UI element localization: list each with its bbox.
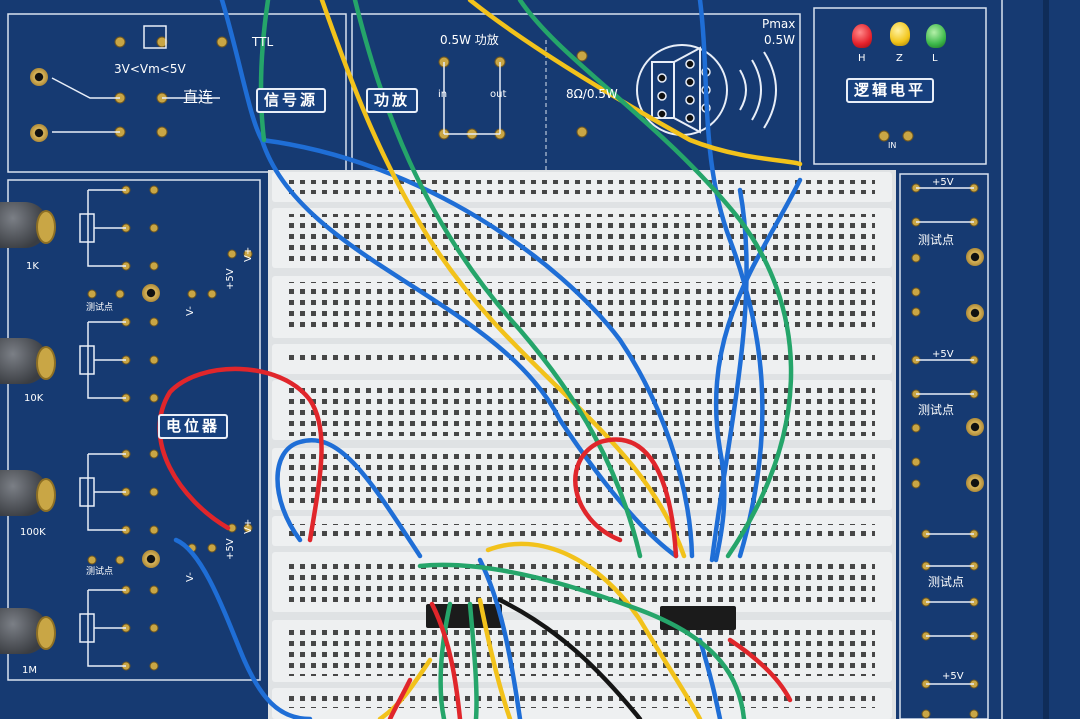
pot-test-point-2: 测试点 <box>86 567 114 577</box>
pot-vminus-1: V- <box>185 306 196 316</box>
led-label-h: H <box>858 53 866 64</box>
knob-label-1m: 1M <box>22 665 37 676</box>
pot-plus5v-2: +5V <box>225 538 236 560</box>
jack-test-1[interactable] <box>142 284 160 302</box>
signal-source-title: 信号源 <box>256 88 327 113</box>
knob-label-1k: 1K <box>26 261 39 272</box>
threshold-label: 3V<Vm<5V <box>114 62 186 76</box>
right-test-point-2: 测试点 <box>918 403 955 417</box>
knob-10k[interactable] <box>0 338 56 384</box>
power-amp-title: 功放 <box>366 88 419 113</box>
pot-plus5v-1: +5V <box>225 268 236 290</box>
logic-in-label: IN <box>888 141 897 150</box>
pmax-value: 0.5W <box>764 33 795 47</box>
jack-test-2[interactable] <box>142 550 160 568</box>
speaker-label: 8Ω/0.5W <box>566 87 618 101</box>
jack-top-2[interactable] <box>30 124 48 142</box>
ttl-label: TTL <box>252 35 274 49</box>
knob-1k[interactable] <box>0 202 56 248</box>
knob-1m[interactable] <box>0 608 56 654</box>
pot-test-point-1: 测试点 <box>86 303 114 313</box>
pot-vplus-1: V+ <box>243 246 254 262</box>
amp-out-label: out <box>490 89 507 100</box>
potentiometer-title: 电位器 <box>158 414 229 439</box>
pmax-label: Pmax <box>762 17 796 31</box>
right-plus5v-1: +5V <box>932 177 954 188</box>
knob-label-10k: 10K <box>24 393 44 404</box>
right-test-point-1: 测试点 <box>918 233 955 247</box>
led-green <box>926 24 946 48</box>
amp-in-label: in <box>438 89 448 100</box>
direct-label: 直连 <box>183 88 214 106</box>
knob-100k[interactable] <box>0 470 56 516</box>
led-yellow <box>890 22 910 46</box>
right-plus5v-3: +5V <box>942 671 964 682</box>
right-test-point-3: 测试点 <box>928 575 965 589</box>
jack-right-2[interactable] <box>966 304 984 322</box>
pot-vminus-2: V- <box>185 572 196 582</box>
led-label-z: Z <box>896 53 903 64</box>
led-red <box>852 24 872 48</box>
amp-spec-label: 0.5W 功放 <box>440 33 499 47</box>
pot-vplus-2: V+ <box>243 518 254 534</box>
logic-level-title: 逻辑电平 <box>846 78 935 103</box>
jack-right-1[interactable] <box>966 248 984 266</box>
knob-label-100k: 100K <box>20 527 46 538</box>
jack-right-3[interactable] <box>966 418 984 436</box>
right-plus5v-2: +5V <box>932 349 954 360</box>
led-label-l: L <box>932 53 938 64</box>
jack-right-4[interactable] <box>966 474 984 492</box>
jack-top-1[interactable] <box>30 68 48 86</box>
